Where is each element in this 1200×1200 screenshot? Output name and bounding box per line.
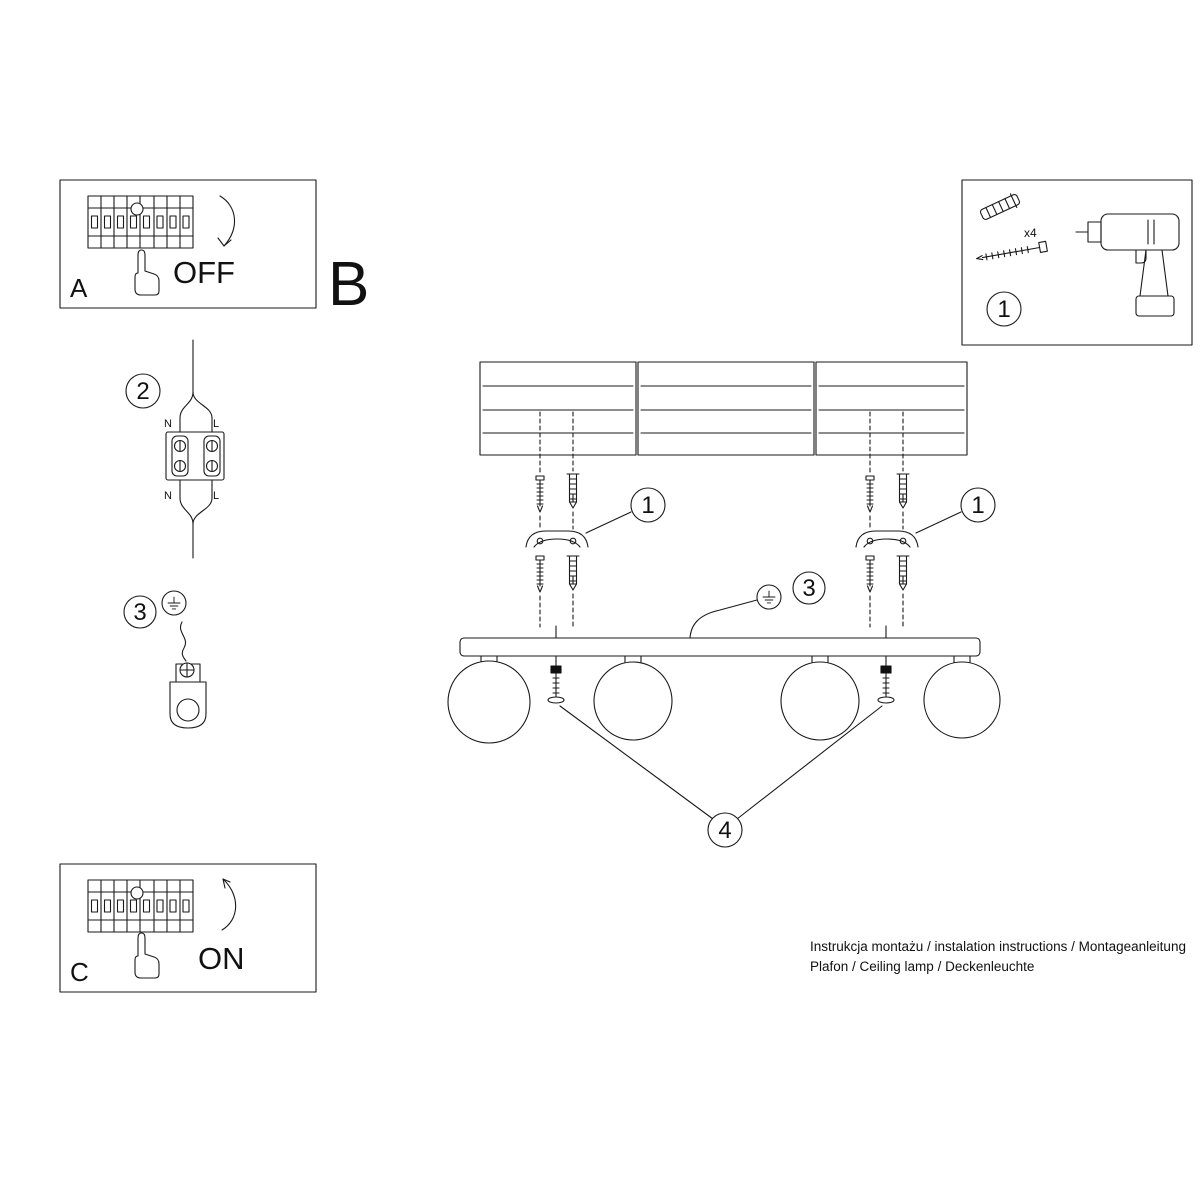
step-3-badge (123, 595, 157, 629)
ground-callout: 3 (689, 571, 826, 639)
callout-3-badge (792, 571, 826, 605)
terminal-label-n-bottom: N (164, 490, 172, 502)
grounding-step: 3 (123, 590, 207, 729)
lamp-bar (459, 637, 981, 657)
callout-4: 4 (559, 705, 883, 848)
tools-box: x4 1 (961, 179, 1193, 346)
fixing-bolt-right (877, 655, 895, 704)
terminal-label-l-top: L (213, 418, 219, 430)
terminal-label-l-bottom: L (213, 490, 219, 502)
step-2-badge (125, 373, 161, 409)
callout-1-left: 1 (585, 487, 666, 534)
lamp-shade-3 (780, 661, 860, 741)
panel-a-label: A (70, 273, 88, 303)
tools-step-number: 1 (997, 296, 1010, 323)
breaker-panel-icon (87, 195, 194, 249)
anchor-screw-set-left (525, 411, 589, 628)
ground-wire (689, 599, 758, 639)
anchor-screw-set-right (855, 411, 919, 628)
tools-step-badge (986, 291, 1022, 327)
step-2-number: 2 (136, 378, 149, 405)
panel-c-label: C (70, 957, 89, 987)
lamp-shade-2 (593, 661, 673, 741)
mounting-bracket-icon (525, 530, 589, 548)
rotate-off-arrow-icon (217, 195, 236, 247)
power-off-step-box: A OFF (59, 179, 317, 309)
footer-line-2: Plafon / Ceiling lamp / Deckenleuchte (810, 959, 1034, 974)
breaker-panel-icon (87, 879, 194, 933)
ceiling-rail (479, 361, 968, 456)
power-on-step-box: C ON (59, 863, 317, 993)
callout-1-left-number: 1 (641, 492, 654, 519)
wiring-step: 2 N L N L (125, 339, 225, 559)
callout-3-number: 3 (802, 575, 815, 602)
footer-line-1: Instrukcja montażu / instalation instruc… (810, 939, 1186, 954)
off-label: OFF (173, 255, 235, 290)
callout-1-right: 1 (915, 487, 996, 534)
terminal-block-icon (165, 431, 225, 481)
rotate-on-arrow-icon (221, 878, 237, 931)
ground-symbol-icon (161, 590, 187, 616)
lamp-fixture (447, 625, 1001, 744)
fixing-bolt-left (547, 655, 565, 704)
callout-4-number: 4 (718, 817, 731, 844)
section-b-label: B (328, 250, 369, 319)
wall-plug-icon (979, 193, 1021, 221)
mounting-bracket-icon (855, 530, 919, 548)
callout-4-badge (707, 812, 743, 848)
anchor-quantity-label: x4 (1024, 226, 1037, 240)
drill-icon (1075, 213, 1180, 317)
mounting-screw-icon (976, 240, 1048, 261)
step-3-number: 3 (133, 599, 146, 626)
lamp-shade-4 (923, 661, 1001, 739)
wiring-diagram: N L N L (164, 339, 225, 559)
ground-clamp-icon (169, 621, 207, 729)
callout-1-right-number: 1 (971, 492, 984, 519)
terminal-label-n-top: N (164, 418, 172, 430)
lamp-shade-1 (447, 660, 531, 744)
on-label: ON (198, 941, 245, 976)
